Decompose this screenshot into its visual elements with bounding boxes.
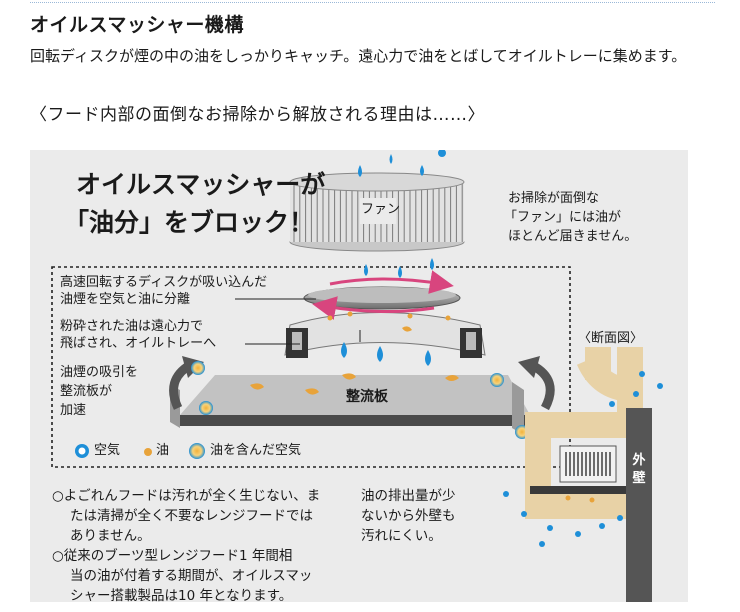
exhaust-note-line2: ないから外壁も: [361, 508, 456, 524]
footnote-1-line1: ○よごれんフードは汚れが全く生じない、ま: [52, 488, 321, 504]
right-inflow-arrowhead: [518, 356, 540, 378]
plate-callout-line1: 油煙の吸引を: [60, 365, 139, 380]
legend-oily-air-label: 油を含んだ空気: [210, 443, 302, 458]
hood-interior-boundary: [51, 266, 571, 468]
footnote-2-line3: シャー搭載製品は10 年となります。: [70, 588, 293, 602]
footnote-1-line3: ありません。: [70, 528, 151, 544]
oil-tray: [284, 312, 486, 358]
fan-note-line1: お掃除が面倒な: [508, 191, 600, 206]
legend-icons: [75, 443, 205, 459]
page-title: オイルスマッシャー機構: [30, 14, 244, 36]
fan-label: ファン: [361, 202, 401, 217]
exhaust-particles: [503, 371, 663, 547]
plate-callout-line3: 加速: [60, 403, 87, 418]
legend-oil-label: 油: [156, 443, 170, 458]
tray-callout-line2: 飛ばされ、オイルトレーへ: [60, 336, 217, 351]
callout-lines: [235, 298, 361, 345]
page-description: 回転ディスクが煙の中の油をしっかりキャッチ。遠心力で油をとばしてオイルトレーに集…: [30, 47, 687, 65]
footnote-2-line2: 当の油が付着する期間が、オイルスマッ: [70, 568, 313, 584]
tray-callout-line1: 粉砕された油は遠心力で: [60, 319, 204, 334]
plate-label: 整流板: [346, 389, 388, 405]
plate-callout-line2: 整流板が: [60, 384, 113, 399]
section-view-label: 〈断面図〉: [578, 331, 644, 346]
exhaust-note-line3: 汚れにくい。: [361, 528, 442, 544]
headline-line1: オイルスマッシャーが: [76, 170, 326, 199]
wall-label: 外壁: [632, 453, 646, 486]
footnote-2-line1: ○従来のブーツ型レンジフード1 年間相: [52, 548, 293, 564]
top-divider: [30, 2, 715, 3]
fan-note-line2: 「ファン」には油が: [504, 210, 622, 225]
fan-note-line3: ほとんど届きません。: [508, 229, 638, 244]
rectifier-plate: [170, 375, 530, 435]
rotating-disk: [303, 270, 461, 320]
diagram-graphics: [51, 150, 663, 602]
outer-wall: [626, 408, 652, 602]
legend-air-label: 空気: [94, 443, 121, 458]
exhaust-duct: [525, 347, 643, 519]
disk-callout-line1: 高速回転するディスクが吸い込んだ: [60, 275, 268, 290]
disk-callout-line2: 油煙を空気と油に分離: [60, 292, 191, 307]
mechanism-diagram: オイルスマッシャーが 「油分」をブロック！ ファン お掃除が面倒な 「ファン」に…: [30, 150, 688, 602]
oil-droplets: [250, 311, 459, 395]
fan: [289, 172, 465, 252]
footnote-1-line2: たは清掃が全く不要なレンジフードでは: [70, 508, 313, 524]
section-subheading: 〈フード内部の面倒なお掃除から解放される理由は……〉: [30, 105, 485, 125]
exhaust-note-line1: 油の排出量が少: [361, 488, 456, 504]
air-droplets: [341, 150, 446, 366]
headline-line2: 「油分」をブロック！: [64, 208, 315, 237]
